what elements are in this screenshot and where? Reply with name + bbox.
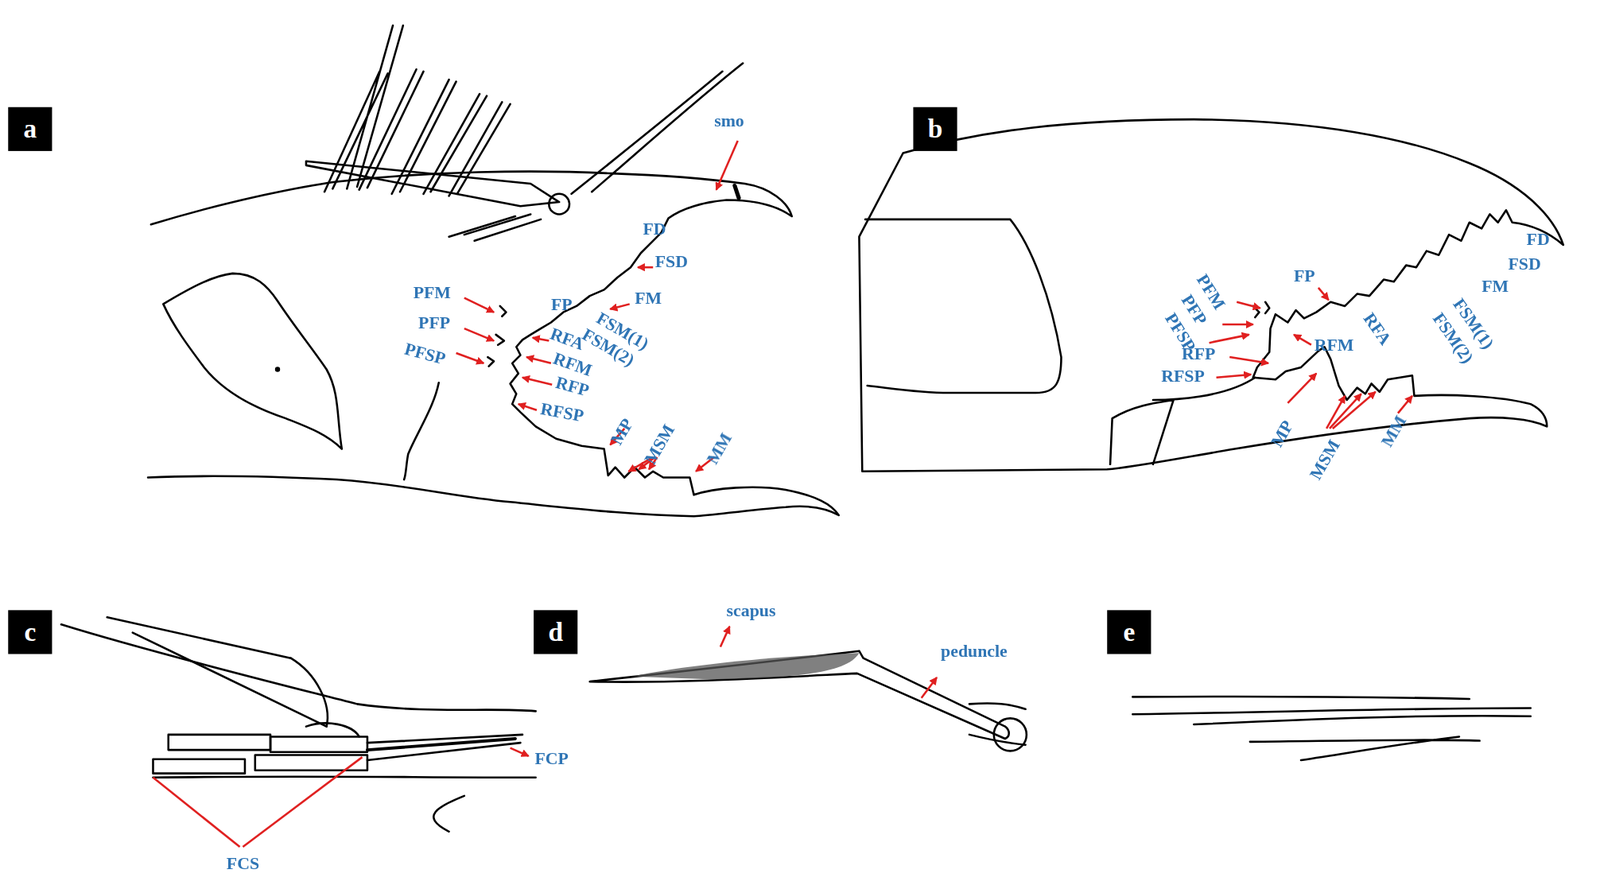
part-label: FCP	[534, 749, 568, 768]
part-label: FP	[1293, 267, 1316, 285]
part-label: FSD	[655, 252, 688, 271]
part-label: scapus	[726, 601, 777, 620]
panel-letter: c	[23, 618, 36, 645]
part-label: smo	[714, 112, 745, 130]
panel-letter-box: c	[7, 609, 52, 654]
part-label: FM	[634, 289, 662, 307]
part-label: MM	[703, 430, 735, 468]
part-label: PFP	[418, 314, 451, 332]
part-label: MM	[1378, 412, 1410, 451]
part-label: RFSP	[539, 400, 585, 425]
panel-letter: d	[547, 618, 564, 645]
part-label: RFSP	[1161, 367, 1205, 385]
part-label: MP	[1268, 417, 1298, 450]
part-label: RFM	[1314, 336, 1355, 354]
part-label: RFA	[547, 325, 587, 354]
panel-letter-box: b	[912, 107, 957, 152]
part-label: PFM	[413, 283, 451, 302]
part-label: FCS	[226, 854, 260, 873]
part-label: MSM	[641, 421, 679, 467]
part-label: RFA	[1360, 310, 1395, 349]
panel-letter-box: e	[1106, 609, 1151, 654]
panel-letter: b	[928, 116, 944, 143]
part-label: peduncle	[940, 642, 1008, 661]
panel-letter-box: a	[7, 107, 52, 152]
part-label: FM	[1481, 277, 1509, 296]
panel-letter-box: d	[533, 609, 578, 654]
panel-letter: a	[23, 116, 38, 143]
part-label: FD	[642, 220, 666, 238]
part-label: PFSP	[403, 340, 448, 369]
part-label: RFP	[1181, 345, 1216, 363]
part-label: MSM	[1306, 437, 1344, 483]
panel-letter: e	[1122, 618, 1135, 645]
part-label: FD	[1526, 230, 1550, 249]
part-label: FP	[551, 295, 573, 314]
part-label: FSD	[1508, 255, 1542, 273]
